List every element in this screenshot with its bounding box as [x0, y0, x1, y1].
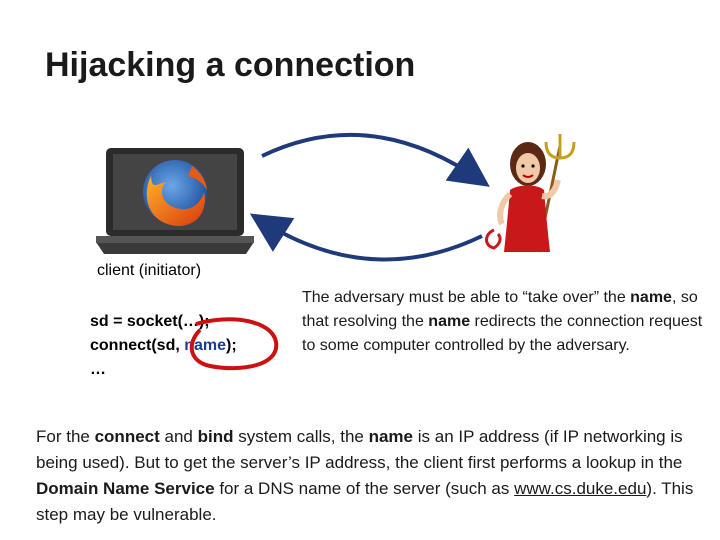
code-line-3: … — [90, 361, 106, 378]
devil-adversary-icon — [485, 134, 576, 253]
adversary-explanation: The adversary must be able to “take over… — [302, 289, 703, 354]
code-line-1: sd = socket(…); — [90, 313, 210, 330]
code-line-2-prefix: connect(sd, — [90, 337, 185, 354]
laptop-firefox-icon — [96, 148, 254, 254]
client-caption: client (initiator) — [97, 262, 202, 279]
code-line-2-suffix: ); — [226, 337, 237, 354]
duke-url-link[interactable]: www.cs.duke.edu — [514, 479, 647, 498]
code-snippet: sd = socket(…); connect(sd, name); … — [90, 310, 237, 382]
arrow-to-adversary — [261, 133, 490, 187]
arrow-to-client — [249, 213, 483, 262]
explanation-paragraph: For the connect and bind system calls, t… — [36, 427, 694, 524]
slide-title: Hijacking a connection — [45, 46, 416, 84]
code-name-highlight: name — [184, 337, 227, 354]
